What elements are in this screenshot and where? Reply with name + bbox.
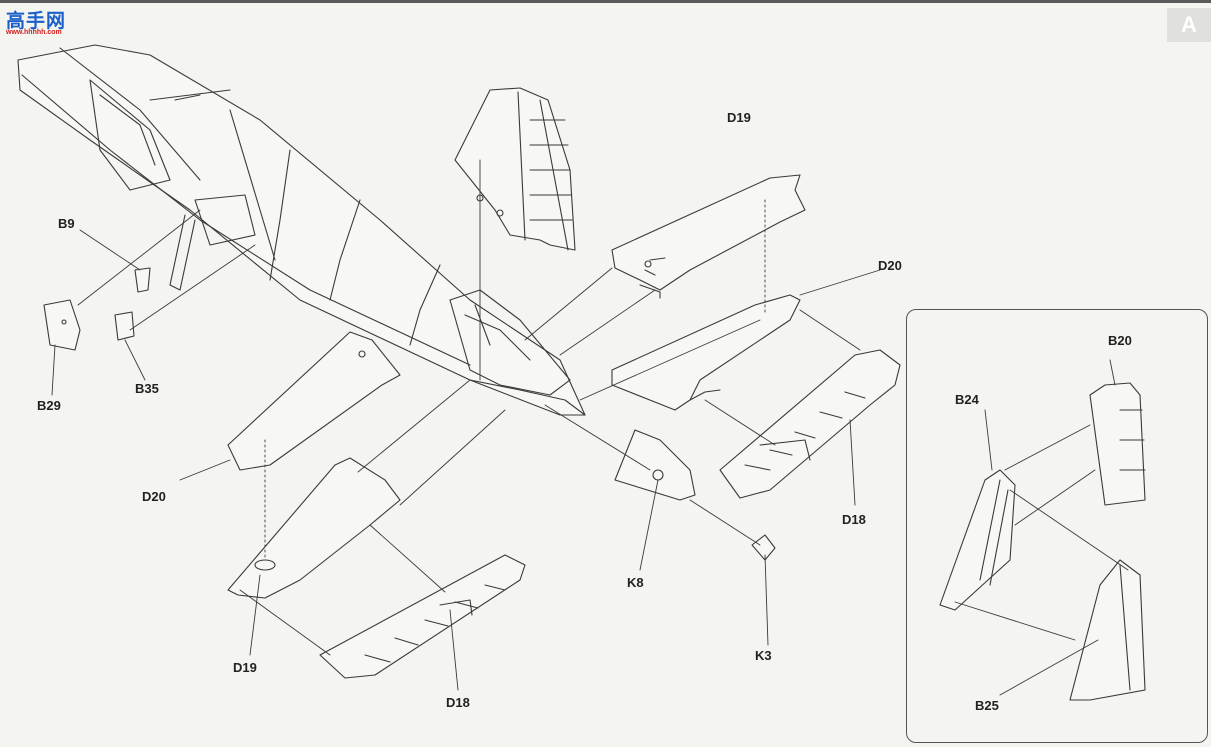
rudder (454, 87, 576, 251)
label-b24: B24 (955, 392, 979, 407)
stabilizer-left-d20 (227, 331, 401, 471)
label-d20-right: D20 (878, 258, 902, 273)
fuselage (17, 44, 586, 416)
elevator-right-d18 (719, 349, 901, 499)
inset-assembly (939, 359, 1146, 701)
watermark-text: 高手网 (6, 11, 67, 32)
label-d19-right: D19 (727, 110, 751, 125)
plate-b35 (114, 311, 135, 341)
assembly-lines (51, 159, 881, 691)
label-b20: B20 (1108, 333, 1132, 348)
label-d20-left: D20 (142, 489, 166, 504)
stabilizer-right-d19 (611, 174, 806, 299)
stabilizer-right-d20 (611, 294, 801, 411)
elevator-left-d18 (319, 554, 526, 679)
label-b9: B9 (58, 216, 75, 231)
watermark-url: www.hhhhh.com (6, 29, 62, 36)
page-tab: A (1167, 8, 1211, 42)
label-d18-right: D18 (842, 512, 866, 527)
fairing-k8 (614, 429, 696, 501)
label-d19-left: D19 (233, 660, 257, 675)
watermark-logo: 高手网 www.hhhhh.com (6, 6, 68, 40)
part-b9 (134, 267, 151, 293)
label-b25: B25 (975, 698, 999, 713)
cone-k3 (751, 534, 776, 561)
stabilizer-left-d19 (227, 457, 401, 599)
plate-b29 (43, 299, 81, 351)
label-b35: B35 (135, 381, 159, 396)
label-k8: K8 (627, 575, 644, 590)
page-top-rule (0, 0, 1211, 3)
label-k3: K3 (755, 648, 772, 663)
label-d18-left: D18 (446, 695, 470, 710)
inset-frame (906, 309, 1208, 743)
label-b29: B29 (37, 398, 61, 413)
